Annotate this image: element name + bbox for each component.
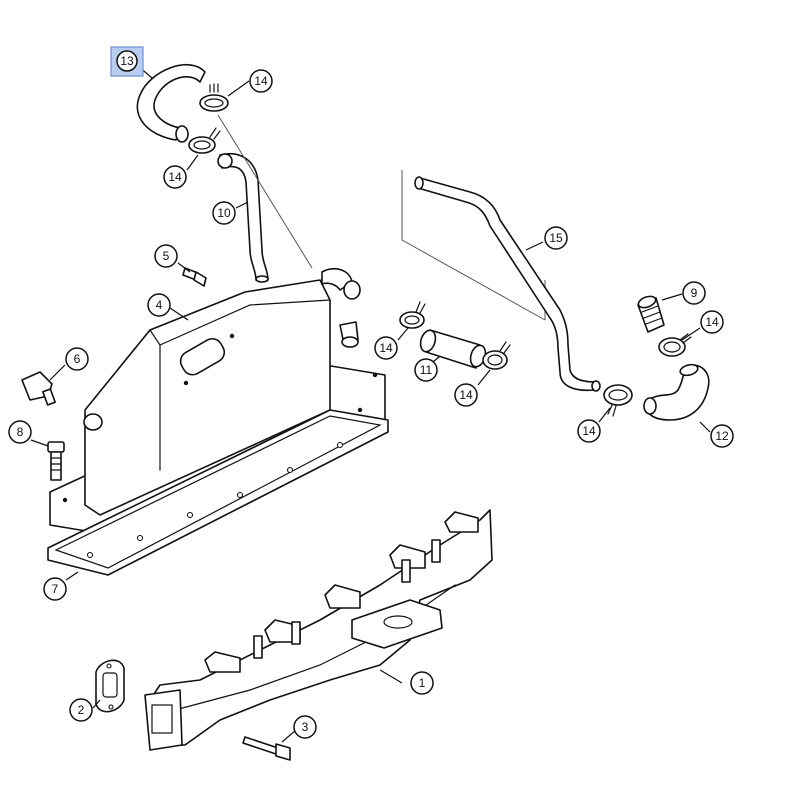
callout-14-right-upper[interactable]: 14: [700, 310, 724, 334]
callout-14-mid[interactable]: 14: [454, 383, 478, 407]
svg-text:4: 4: [156, 298, 163, 312]
callout-14-outlet[interactable]: 14: [374, 336, 398, 360]
callout-15[interactable]: 15: [544, 226, 568, 250]
svg-text:14: 14: [582, 424, 596, 438]
hose-clamp-outlet[interactable]: [399, 301, 426, 329]
hose-clamp-upper-left[interactable]: [188, 127, 221, 154]
callout-2[interactable]: 2: [69, 698, 93, 722]
svg-text:15: 15: [549, 231, 563, 245]
svg-text:8: 8: [17, 425, 24, 439]
exhaust-manifold-1[interactable]: [144, 509, 493, 751]
callout-5[interactable]: 5: [154, 244, 178, 268]
gasket-2[interactable]: [95, 659, 125, 713]
hose-12[interactable]: [643, 363, 710, 421]
callout-1[interactable]: 1: [410, 671, 434, 695]
svg-text:14: 14: [254, 74, 268, 88]
callout-3[interactable]: 3: [293, 715, 317, 739]
svg-text:3: 3: [302, 720, 309, 734]
svg-text:14: 14: [379, 341, 393, 355]
svg-text:14: 14: [705, 315, 719, 329]
pipe-10[interactable]: [217, 153, 269, 283]
bolt-3[interactable]: [242, 736, 291, 761]
svg-text:9: 9: [691, 286, 698, 300]
leader-lines: [30, 65, 711, 743]
svg-text:12: 12: [715, 429, 729, 443]
hose-clamp-right-lower[interactable]: [603, 384, 633, 417]
callout-12[interactable]: 12: [710, 424, 734, 448]
callout-14-right-lower[interactable]: 14: [577, 419, 601, 443]
callout-14-upper-left[interactable]: 14: [163, 165, 187, 189]
callout-10[interactable]: 10: [212, 201, 236, 225]
callout-13[interactable]: 13: [110, 46, 144, 77]
svg-text:6: 6: [74, 352, 81, 366]
svg-text:7: 7: [52, 582, 59, 596]
callout-4[interactable]: 4: [147, 293, 171, 317]
svg-text:2: 2: [78, 703, 85, 717]
sensor-6[interactable]: [21, 371, 56, 406]
callout-11[interactable]: 11: [414, 358, 438, 382]
hose-clamp-right-upper[interactable]: [658, 333, 692, 357]
assembly-line-15: [401, 170, 546, 321]
hose-clamp-mid[interactable]: [482, 341, 511, 370]
svg-text:14: 14: [459, 388, 473, 402]
callout-7[interactable]: 7: [43, 577, 67, 601]
assembly-line-13: [217, 114, 313, 269]
svg-text:5: 5: [163, 249, 170, 263]
bolt-8[interactable]: [47, 441, 65, 481]
hose-11[interactable]: [418, 328, 488, 369]
callout-14-top[interactable]: 14: [249, 69, 273, 93]
svg-text:10: 10: [217, 206, 231, 220]
hose-13[interactable]: [136, 63, 206, 143]
tube-15[interactable]: [414, 176, 601, 392]
svg-text:13: 13: [120, 54, 134, 68]
callout-9[interactable]: 9: [682, 281, 706, 305]
callout-6[interactable]: 6: [65, 347, 89, 371]
hose-clamp-top[interactable]: [199, 83, 229, 112]
callout-8[interactable]: 8: [8, 420, 32, 444]
svg-text:11: 11: [420, 363, 433, 377]
gasket-7[interactable]: [47, 409, 389, 576]
bolt-5[interactable]: [182, 267, 207, 287]
svg-text:14: 14: [168, 170, 182, 184]
svg-text:1: 1: [419, 676, 426, 690]
fitting-9[interactable]: [637, 294, 665, 333]
oil-cooler-housing-4[interactable]: [49, 268, 386, 536]
